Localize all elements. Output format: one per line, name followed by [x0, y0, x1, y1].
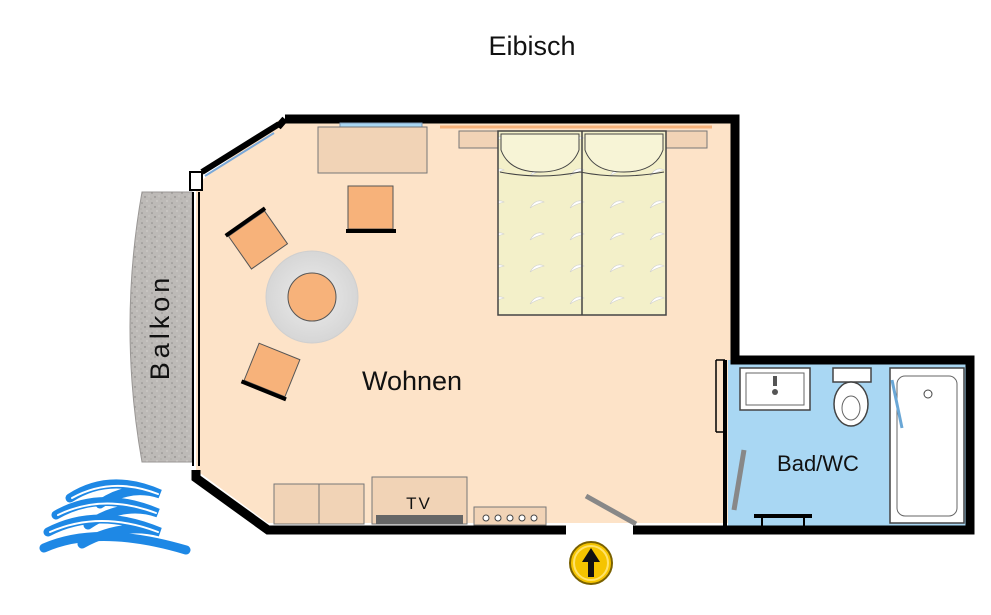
bath-shelf — [754, 514, 812, 526]
bathroom-label: Bad/WC — [777, 451, 859, 476]
sink — [739, 367, 811, 411]
tv-unit: TV — [371, 476, 468, 525]
table-chair-bottom — [240, 342, 301, 402]
entrance-arrow-icon — [569, 541, 613, 585]
balcony-label: Balkon — [145, 274, 175, 381]
plan-title: Eibisch — [488, 31, 575, 61]
window-diagonal — [189, 121, 281, 466]
dining-table — [265, 250, 359, 344]
kitchenette — [473, 506, 547, 526]
desk-chair — [346, 185, 396, 233]
bathtub — [889, 367, 965, 524]
living-room-label: Wohnen — [362, 366, 462, 396]
balcony: Balkon — [129, 191, 193, 463]
entrance-door[interactable] — [584, 493, 638, 527]
double-bed — [497, 130, 667, 316]
bathroom-door[interactable] — [731, 449, 747, 511]
tv-label: TV — [406, 494, 432, 513]
wave-logo-icon — [39, 479, 191, 555]
sideboard — [273, 483, 365, 525]
table-chair-top — [224, 206, 289, 270]
toilet — [832, 367, 872, 427]
desk — [317, 126, 428, 174]
